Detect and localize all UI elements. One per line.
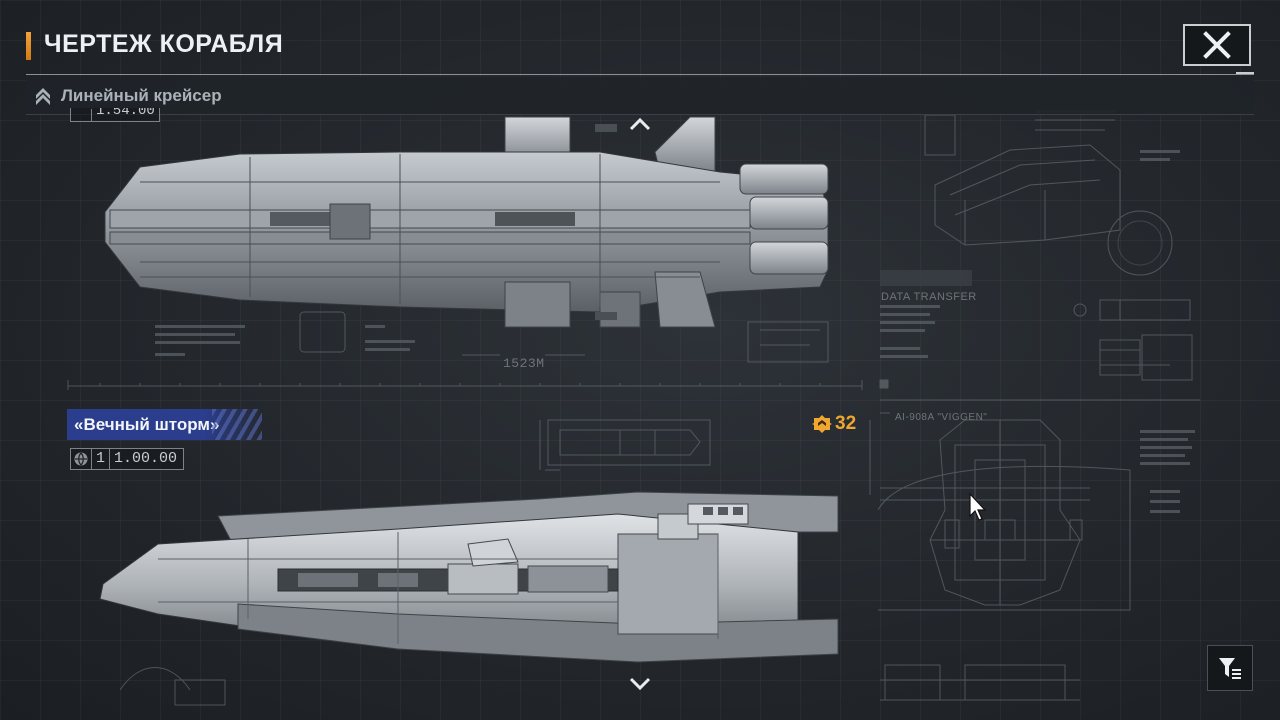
scale-globe-icon — [71, 449, 91, 469]
scale-icon — [71, 109, 91, 121]
page-title: ЧЕРТЕЖ КОРАБЛЯ — [44, 30, 284, 58]
ship-name-tag: «Вечный шторм» — [67, 409, 262, 440]
rank-chevron-icon — [36, 88, 50, 105]
top-ship-scale-badge: 1.54.00 — [70, 108, 160, 122]
chevron-up-icon[interactable] — [628, 116, 652, 132]
mouse-cursor-icon — [969, 492, 987, 521]
ship-scale-badge: 1 1.00.00 — [70, 448, 185, 470]
model-code-label: AI-908A "VIGGEN" — [895, 412, 988, 423]
header-divider — [26, 74, 1254, 75]
title-accent-bar — [26, 32, 31, 60]
ship-class-label: Линейный крейсер — [61, 86, 222, 105]
close-button[interactable] — [1183, 24, 1251, 66]
top-ship-scale-value: 1.54.00 — [91, 108, 159, 121]
filter-icon — [1219, 658, 1241, 679]
points-value: 32 — [835, 413, 857, 434]
name-tag-stripes — [212, 409, 262, 440]
top-ship-image — [104, 116, 829, 328]
close-x-icon — [1203, 31, 1231, 59]
data-transfer-label: DATA TRANSFER — [881, 291, 977, 303]
bottom-ship-image — [99, 491, 839, 663]
points-emblem-icon — [812, 415, 832, 433]
chevron-down-icon[interactable] — [628, 676, 652, 692]
ship-scale-index: 1 — [91, 449, 109, 469]
header-divider-accent — [1236, 72, 1254, 74]
ship-class-bar: Линейный крейсер — [26, 77, 1254, 115]
ship-points: 32 — [812, 413, 856, 435]
ship-scale-value: 1.00.00 — [109, 449, 183, 469]
filter-button[interactable] — [1207, 645, 1253, 691]
ship-length-label: 1523M — [503, 356, 545, 371]
ship-name: «Вечный шторм» — [74, 414, 220, 434]
